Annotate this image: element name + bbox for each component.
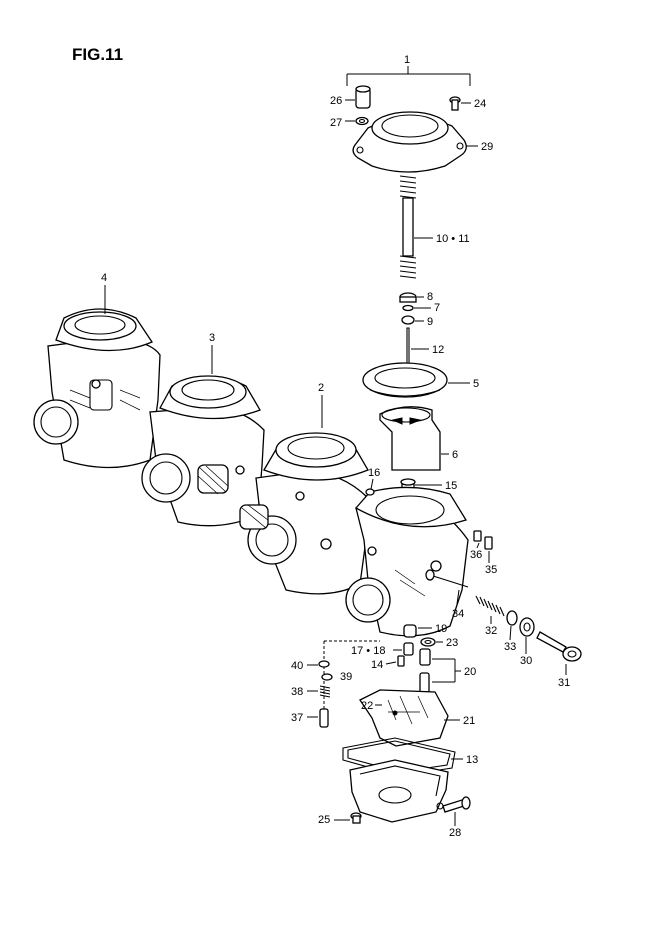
top-cover-bracket xyxy=(346,66,471,86)
part-19-plug xyxy=(403,624,417,638)
part-16-oring xyxy=(365,488,375,496)
part-39-washer xyxy=(321,673,333,681)
part-40-oring xyxy=(318,660,330,668)
part-27-washer xyxy=(355,116,369,126)
part-float-bowl xyxy=(349,759,449,823)
part-34-shaft xyxy=(425,569,469,588)
part-9-clip xyxy=(401,315,415,325)
part-7-washer xyxy=(402,304,414,312)
part-36-screw xyxy=(473,530,482,542)
carburetor-3 xyxy=(141,375,265,527)
callout-20-bracket xyxy=(432,658,456,683)
callout-30: 30 xyxy=(520,655,532,667)
callout-29: 29 xyxy=(481,141,493,153)
figure-title: FIG.11 xyxy=(72,45,123,64)
callout-9: 9 xyxy=(427,316,433,328)
callout-21: 21 xyxy=(463,715,475,727)
part-33-washer xyxy=(506,610,518,626)
callout-14: 14 xyxy=(371,659,383,671)
part-10-11-rod xyxy=(402,197,414,257)
callout-28: 28 xyxy=(449,827,461,839)
callout-25: 25 xyxy=(318,814,330,826)
callout-7: 7 xyxy=(434,302,440,314)
part-5-diaphragm xyxy=(362,362,448,398)
part-13-gasket xyxy=(342,737,456,777)
part-35-screw xyxy=(484,536,493,550)
left-leader-bracket xyxy=(323,640,380,718)
callout-32: 32 xyxy=(485,625,497,637)
part-6-piston xyxy=(379,406,441,471)
part-24-screw xyxy=(449,96,461,111)
callout-39: 39 xyxy=(340,671,352,683)
callout-19: 19 xyxy=(435,623,447,635)
callout-13: 13 xyxy=(466,754,478,766)
callout-5: 5 xyxy=(473,378,479,390)
callout-24: 24 xyxy=(474,98,486,110)
callout-27: 27 xyxy=(330,117,342,129)
part-30-nut xyxy=(519,617,535,637)
callout-15: 15 xyxy=(445,480,457,492)
part-20-jets xyxy=(419,648,431,696)
callout-38: 38 xyxy=(291,686,303,698)
carburetor-2 xyxy=(239,432,369,595)
callout-12: 12 xyxy=(432,344,444,356)
part-29-top-cover xyxy=(352,111,467,173)
part-32-spring xyxy=(475,595,505,617)
callout-2: 2 xyxy=(318,382,324,394)
callout-37: 37 xyxy=(291,712,303,724)
part-14-screw xyxy=(397,655,405,667)
callout-17-18: 17 • 18 xyxy=(351,645,385,657)
part-8-retainer xyxy=(399,292,417,303)
part-25-drain-screw xyxy=(350,812,362,824)
part-31-adjust-screw xyxy=(536,631,582,662)
callout-26: 26 xyxy=(330,95,342,107)
callout-23: 23 xyxy=(446,637,458,649)
callout-4: 4 xyxy=(101,272,107,284)
carburetor-1 xyxy=(345,486,469,637)
part-38-spring xyxy=(319,685,331,698)
callout-33: 33 xyxy=(504,641,516,653)
part-26-cap xyxy=(355,85,371,109)
part-37-pilot-screw xyxy=(319,708,329,728)
part-spring xyxy=(399,175,417,279)
callout-20: 20 xyxy=(464,666,476,678)
callout-22: 22 xyxy=(361,700,373,712)
callout-31: 31 xyxy=(558,677,570,689)
callout-1: 1 xyxy=(404,54,410,66)
callout-10-11: 10 • 11 xyxy=(436,233,470,245)
callout-6: 6 xyxy=(452,449,458,461)
callout-16: 16 xyxy=(368,467,380,479)
part-28-bolt xyxy=(442,796,471,813)
part-17-18-jet xyxy=(403,642,414,656)
callout-34: 34 xyxy=(452,608,464,620)
callout-40: 40 xyxy=(291,660,303,672)
callout-3: 3 xyxy=(209,332,215,344)
part-23-washer xyxy=(420,637,436,647)
callout-35: 35 xyxy=(485,564,497,576)
callout-8: 8 xyxy=(427,291,433,303)
part-22-float xyxy=(359,689,449,747)
callout-36: 36 xyxy=(470,549,482,561)
carburetor-4 xyxy=(33,308,161,469)
